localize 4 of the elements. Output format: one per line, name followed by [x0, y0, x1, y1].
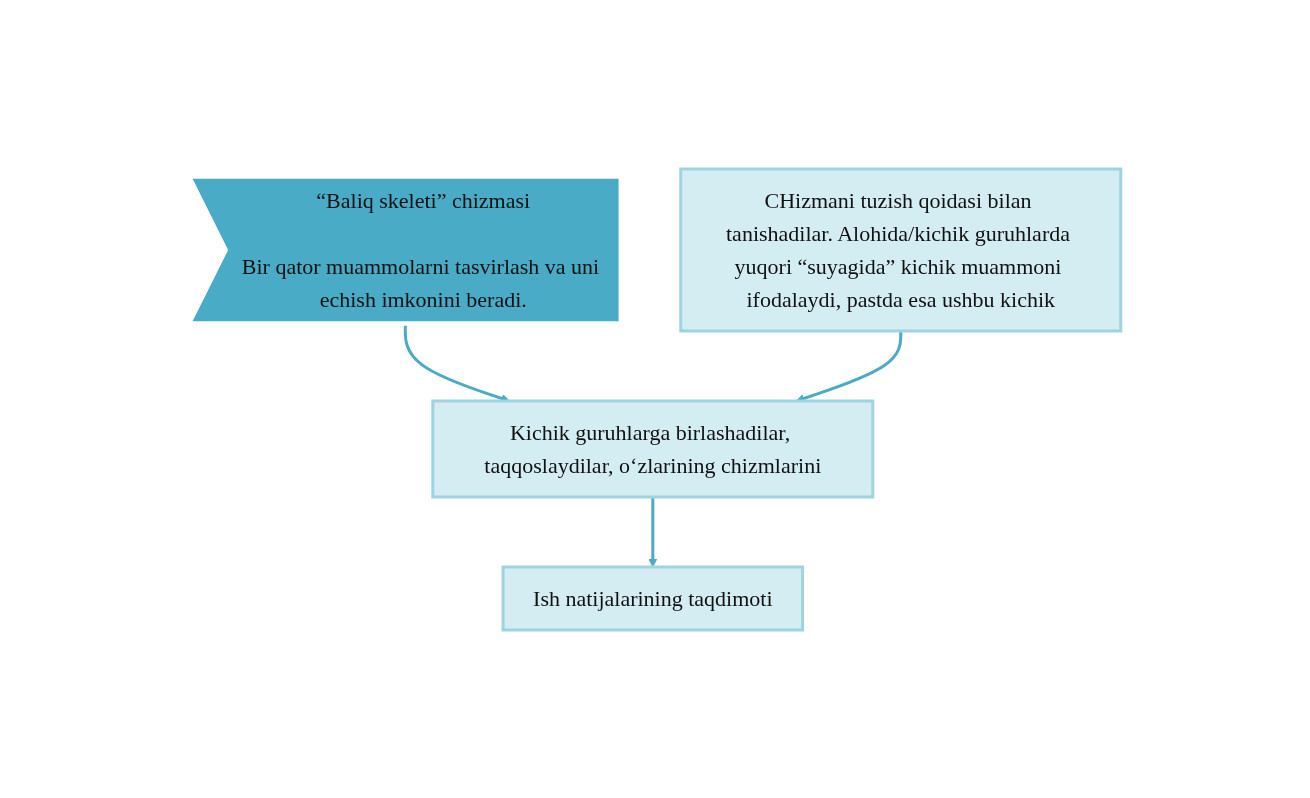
arrow — [648, 496, 658, 567]
node-box: Ish natijalarining taqdimoti — [501, 565, 805, 631]
node-box: CHizmani tuzish qoidasi bilan tanishadilar. Alohida/kichik guruhlarda yuqori “suyagida” kichik muammoni ifodalaydi, pastda esa ushbu kichik — [679, 167, 1123, 332]
node-box: Kichik guruhlarga birlashadilar, taqqoslaydilar, o‘zlarining chizmlarini — [431, 399, 875, 498]
